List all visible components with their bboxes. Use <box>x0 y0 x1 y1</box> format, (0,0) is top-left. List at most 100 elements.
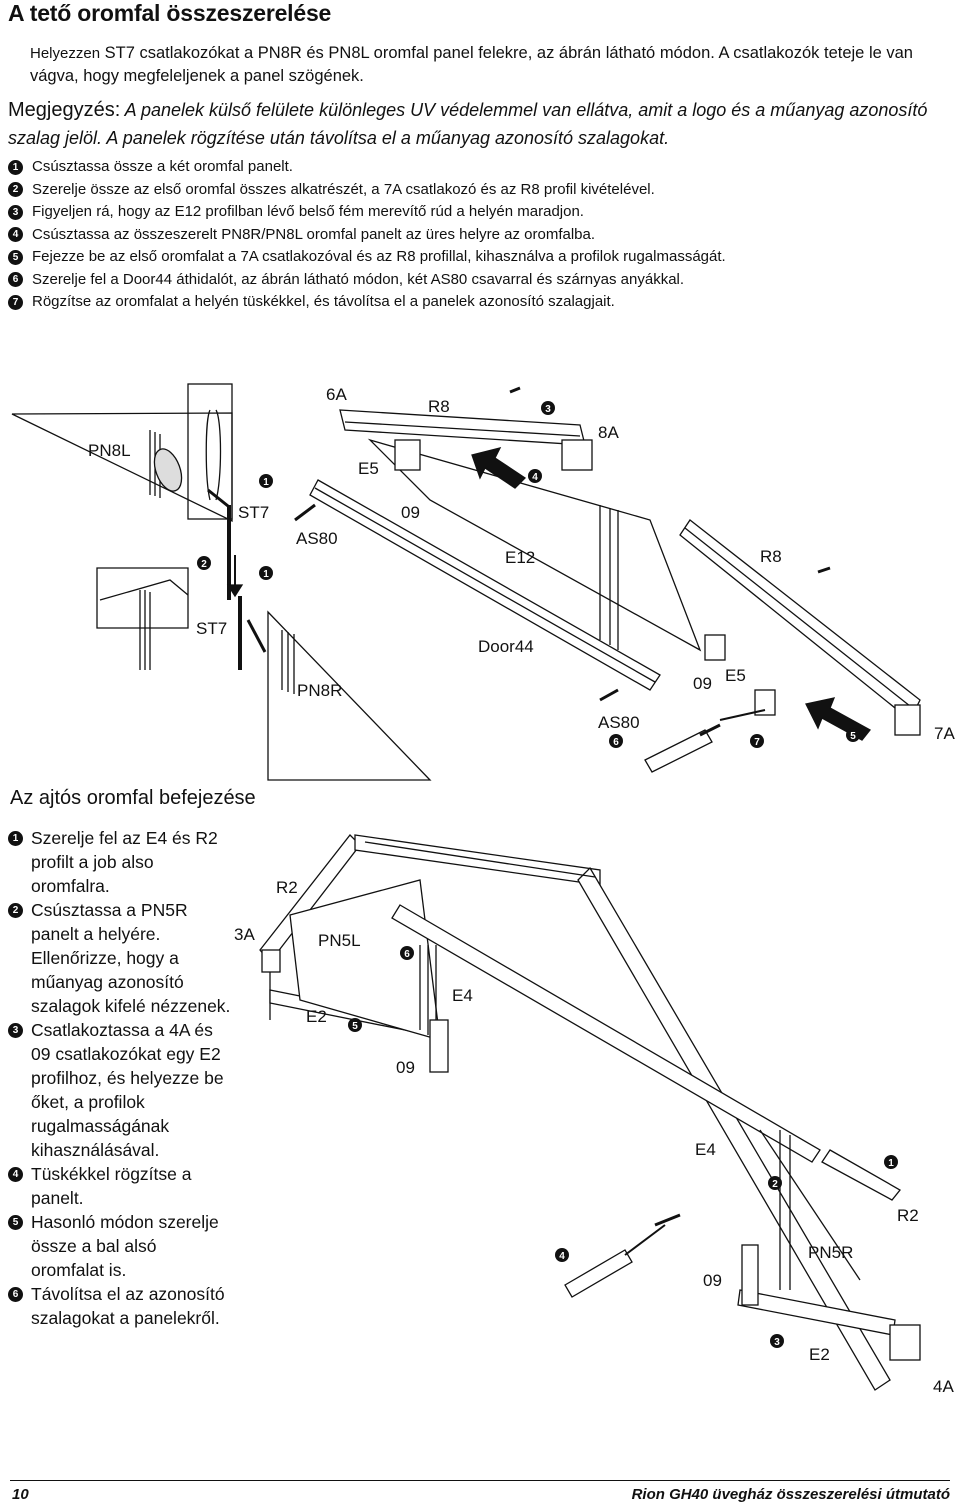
label-7a: 7A <box>934 724 955 743</box>
step-callout-4: 4 <box>528 469 542 483</box>
list-item: 5 Hasonló módon szerelje össze a bal alsó… <box>8 1210 233 1282</box>
label-e2-a: E2 <box>306 1007 327 1026</box>
step-callout-2: 2 <box>197 556 211 570</box>
page-title: A tető oromfal összeszerelése <box>8 0 332 26</box>
list-item: 4 Csúsztassa az összeszerelt PN8R/PN8L or… <box>8 224 908 247</box>
step-number: 6 <box>8 1287 23 1302</box>
section-title: Az ajtós oromfal befejezése <box>10 787 256 809</box>
step-callout-4: 4 <box>555 1248 569 1262</box>
step-callout-5: 5 <box>846 728 860 742</box>
svg-text:4: 4 <box>559 1251 565 1262</box>
step-callout-6: 6 <box>400 946 414 960</box>
step-text: Hasonló módon szerelje össze a bal alsó … <box>31 1212 219 1280</box>
svg-text:5: 5 <box>352 1021 358 1032</box>
label-e12: E12 <box>505 548 535 567</box>
note-label: Megjegyzés: <box>8 99 121 121</box>
step-text: Szerelje fel a Door44 áthidalót, az ábrá… <box>32 270 685 288</box>
svg-text:1: 1 <box>263 477 269 488</box>
step-callout-3: 3 <box>770 1334 784 1348</box>
label-6a: 6A <box>326 385 347 404</box>
label-pn8l: PN8L <box>88 441 131 460</box>
label-e2-b: E2 <box>809 1345 830 1364</box>
intro-lead: Helyezzen <box>30 45 101 62</box>
diagram2-step-numbers: 1 2 3 4 5 6 <box>348 946 898 1348</box>
step-number: 4 <box>8 1167 23 1182</box>
label-st7-b: ST7 <box>196 619 227 638</box>
step-text: Szerelje össze az első oromfal összes al… <box>32 180 655 198</box>
label-09-d: 09 <box>703 1271 722 1290</box>
note-text-2: A panelek rögzítése után távolítsa el a … <box>102 128 670 148</box>
intro-text: ST7 csatlakozókat a PN8R és PN8L oromfal… <box>30 44 913 85</box>
step-number: 5 <box>8 1215 23 1230</box>
label-r8-a: R8 <box>428 397 450 416</box>
step-callout-7: 7 <box>750 734 764 748</box>
step-text: Csúsztassa az összeszerelt PN8R/PN8L oro… <box>32 225 596 243</box>
step-number: 3 <box>8 1023 23 1038</box>
label-pn5l: PN5L <box>318 931 361 950</box>
step-number: 4 <box>8 227 23 243</box>
step-text: Csúsztassa össze a két oromfal panelt. <box>32 158 293 175</box>
assembly-diagram-door-gable <box>259 834 921 1391</box>
page-number: 10 <box>12 1486 29 1503</box>
label-09-a: 09 <box>401 503 420 522</box>
label-09-c: 09 <box>396 1058 415 1077</box>
list-item: 5 Fejezze be az első oromfalat a 7A csatl… <box>8 246 908 269</box>
svg-text:3: 3 <box>545 404 551 415</box>
footer-title: Rion GH40 üvegház összeszerelési útmutat… <box>631 1486 950 1503</box>
label-e4-a: E4 <box>452 986 473 1005</box>
label-4a: 4A <box>933 1377 954 1396</box>
label-pn5r: PN5R <box>808 1243 853 1262</box>
svg-text:2: 2 <box>201 559 207 570</box>
svg-text:6: 6 <box>613 737 619 748</box>
list-item: 3 Csatlakoztassa a 4A és 09 csatlakozókat… <box>8 1018 233 1162</box>
label-as80-a: AS80 <box>296 529 338 548</box>
svg-text:7: 7 <box>754 737 760 748</box>
list-item: 1 Csúsztassa össze a két oromfal panelt. <box>8 156 908 179</box>
step-callout-3: 3 <box>541 401 555 415</box>
intro-paragraph: Helyezzen ST7 csatlakozókat a PN8R és PN… <box>30 42 930 88</box>
label-e5-a: E5 <box>358 459 379 478</box>
step-callout-6: 6 <box>609 734 623 748</box>
step-callout-2: 2 <box>768 1176 782 1190</box>
svg-text:1: 1 <box>888 1158 894 1169</box>
label-r8-b: R8 <box>760 547 782 566</box>
step-text: Tüskékkel rögzítse a panelt. <box>31 1164 192 1208</box>
step-number: 7 <box>8 294 23 310</box>
svg-text:3: 3 <box>774 1337 780 1348</box>
label-e4-b: E4 <box>695 1140 716 1159</box>
step-text: Csúsztassa a PN5R panelt a helyére. Elle… <box>31 900 231 1016</box>
label-r2-a: R2 <box>276 878 298 897</box>
diagram2-labels: R2 3A PN5L E4 E2 09 E4 R2 PN5R 09 E2 4A <box>234 878 954 1396</box>
diagram-step-numbers: 1 1 2 3 4 5 6 7 <box>197 401 860 748</box>
label-pn8r: PN8R <box>297 681 342 700</box>
step-text: Csatlakoztassa a 4A és 09 csatlakozókat … <box>31 1020 224 1160</box>
label-door44: Door44 <box>478 637 534 656</box>
footer-divider <box>10 1480 950 1481</box>
label-r2-b: R2 <box>897 1206 919 1225</box>
step-number: 5 <box>8 249 23 265</box>
svg-text:1: 1 <box>263 569 269 580</box>
note-paragraph: Megjegyzés: A panelek külső felülete kül… <box>8 96 938 152</box>
step-text: Figyeljen rá, hogy az E12 profilban lévő… <box>32 203 584 220</box>
step-callout-5: 5 <box>348 1018 362 1032</box>
label-09-b: 09 <box>693 674 712 693</box>
label-as80-b: AS80 <box>598 713 640 732</box>
list-item: 6 Távolítsa el az azonosító szalagokat a … <box>8 1282 233 1330</box>
svg-text:6: 6 <box>404 949 410 960</box>
step-callout-1: 1 <box>884 1155 898 1169</box>
step-text: Fejezze be az első oromfalat a 7A csatla… <box>32 248 726 265</box>
label-8a: 8A <box>598 423 619 442</box>
step-text: Távolítsa el az azonosító szalagokat a p… <box>31 1284 225 1328</box>
label-e5-b: E5 <box>725 666 746 685</box>
label-3a: 3A <box>234 925 255 944</box>
diagram-labels: PN8L ST7 ST7 PN8R AS80 AS80 6A R8 R8 8A … <box>88 385 955 743</box>
step-number: 1 <box>8 159 23 175</box>
svg-text:2: 2 <box>772 1179 778 1190</box>
